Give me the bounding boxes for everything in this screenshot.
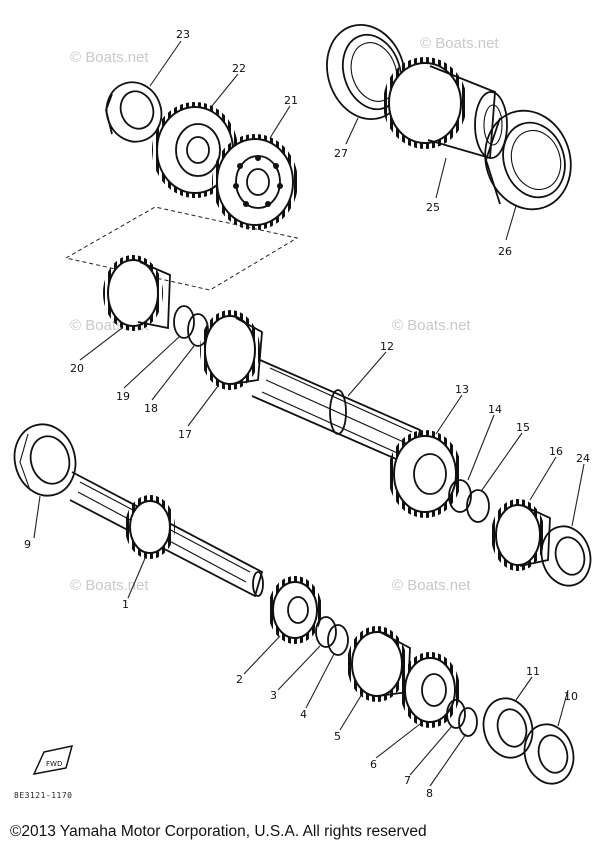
part-number: 9 xyxy=(24,538,31,551)
gear-16 xyxy=(491,499,551,571)
part-number: 16 xyxy=(549,445,563,458)
bearing-24 xyxy=(540,525,592,587)
bearing-9 xyxy=(13,423,77,497)
washer-14 xyxy=(448,479,472,513)
part-number: 13 xyxy=(455,383,469,396)
circlip-8 xyxy=(458,707,478,737)
part-number: 6 xyxy=(370,758,377,771)
gear-5 xyxy=(347,626,411,702)
part-number: 4 xyxy=(300,708,307,721)
part-number: 8 xyxy=(426,787,433,800)
watermark: © Boats.net xyxy=(392,317,471,334)
gear-21 xyxy=(212,134,298,230)
part-number: 18 xyxy=(144,402,158,415)
shaft-1 xyxy=(69,471,264,598)
part-number: 1 xyxy=(122,598,129,611)
circlip-15 xyxy=(466,489,490,523)
watermark: © Boats.net xyxy=(70,577,149,594)
copyright-notice: ©2013 Yamaha Motor Corporation, U.S.A. A… xyxy=(10,823,427,840)
part-number: 27 xyxy=(334,147,348,160)
gear-17 xyxy=(200,310,263,390)
washer-19 xyxy=(173,305,195,339)
part-number: 24 xyxy=(576,452,590,465)
part-number: 23 xyxy=(176,28,190,41)
part-number: 10 xyxy=(564,690,578,703)
watermark: © Boats.net xyxy=(420,35,499,52)
part-number: 26 xyxy=(498,245,512,258)
gear-20 xyxy=(103,255,171,331)
part-number: 5 xyxy=(334,730,341,743)
part-number: 12 xyxy=(380,340,394,353)
part-number: 22 xyxy=(232,62,246,75)
part-number: 14 xyxy=(488,403,502,416)
watermark: © Boats.net xyxy=(70,49,149,66)
drawing-code: 8E3121-1170 xyxy=(14,791,73,800)
fwd-arrow-icon: FWD xyxy=(32,745,74,776)
seal-10 xyxy=(523,723,575,785)
part-number: 15 xyxy=(516,421,530,434)
bearing-26 xyxy=(484,109,572,211)
washer-7 xyxy=(446,699,466,729)
assembly-reference-box xyxy=(64,206,299,291)
watermark: © Boats.net xyxy=(392,577,471,594)
part-number: 21 xyxy=(284,94,298,107)
part-number: 3 xyxy=(270,689,277,702)
part-number: 2 xyxy=(236,673,243,686)
gear-13 xyxy=(388,430,462,518)
bearing-11 xyxy=(482,697,534,759)
gear-6 xyxy=(400,652,460,728)
part-number: 7 xyxy=(404,774,411,787)
part-number: 17 xyxy=(178,428,192,441)
part-number: 25 xyxy=(426,201,440,214)
gear-2 xyxy=(268,576,322,644)
leader-lines xyxy=(33,40,585,787)
bearing-23 xyxy=(105,81,163,143)
part-labels: 23 22 21 27 25 26 20 19 18 17 12 13 14 1… xyxy=(24,28,590,800)
part-number: 20 xyxy=(70,362,84,375)
fwd-label: FWD xyxy=(46,760,62,768)
washer-3 xyxy=(315,616,337,648)
gear-25 xyxy=(383,57,508,160)
watermarks: © Boats.net © Boats.net © Boats.net © Bo… xyxy=(70,35,499,594)
circlip-4 xyxy=(327,624,349,656)
part-number: 11 xyxy=(526,665,540,678)
part-number: 19 xyxy=(116,390,130,403)
